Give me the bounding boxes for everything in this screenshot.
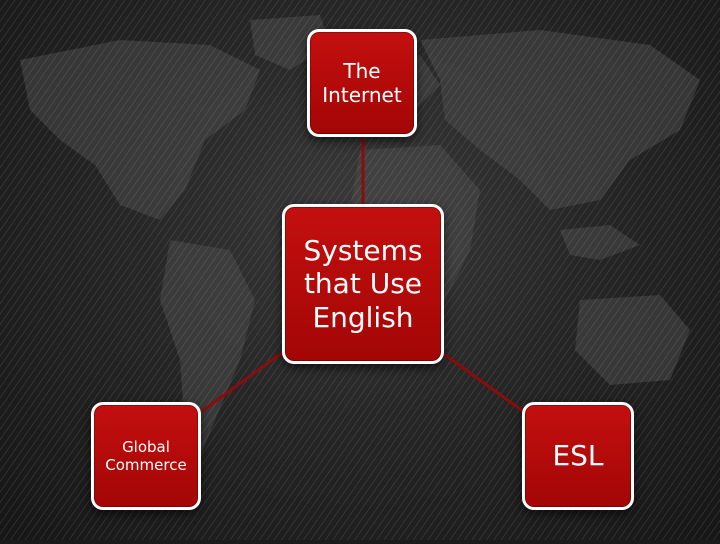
node-systems-that-use-english: Systems that Use English bbox=[282, 204, 444, 364]
node-esl: ESL bbox=[522, 402, 634, 510]
node-systems-that-use-english-label: Systems that Use English bbox=[303, 233, 423, 334]
connector-bottom-left bbox=[197, 350, 284, 416]
node-global-commerce-label: Global Commerce bbox=[105, 438, 187, 474]
node-the-internet: The Internet bbox=[307, 29, 417, 137]
connector-bottom-right bbox=[440, 350, 528, 416]
node-the-internet-label: The Internet bbox=[322, 59, 402, 107]
node-global-commerce: Global Commerce bbox=[91, 402, 201, 510]
node-esl-label: ESL bbox=[552, 439, 604, 473]
